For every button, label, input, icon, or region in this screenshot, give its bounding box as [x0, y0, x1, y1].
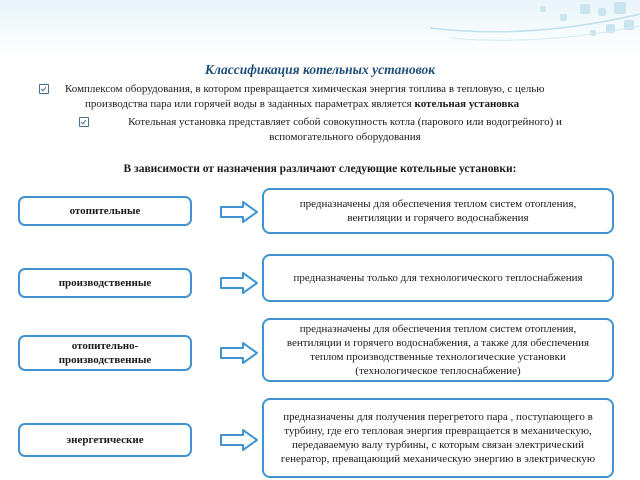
description-text: предназначены для обеспечения теплом сис… — [286, 323, 590, 377]
right-arrow-icon — [220, 201, 258, 223]
category-box-industrial: производственные — [18, 268, 192, 298]
right-arrow-icon — [220, 342, 258, 364]
description-box-heating: предназначены для обеспечения теплом сис… — [262, 188, 614, 234]
bullet-definition-term: котельная установка — [414, 98, 520, 110]
checkbox-bullet-icon — [39, 84, 49, 94]
category-label: энергетические — [66, 434, 144, 446]
page-title: Классификация котельных установок — [204, 62, 436, 77]
category-box-heating-industrial: отопительно-производственные — [18, 335, 192, 371]
bullet-definition-line1: Комплексом оборудования, в котором превр… — [65, 83, 545, 95]
bullet-definition: Комплексом оборудования, в котором превр… — [39, 82, 625, 112]
bullet-definition-line2-text: производства пара или горячей воды в зад… — [85, 98, 415, 110]
checkbox-bullet-icon — [79, 117, 89, 127]
description-text: предназначены для обеспечения теплом сис… — [299, 198, 577, 224]
description-box-heating-industrial: предназначены для обеспечения теплом сис… — [262, 318, 614, 382]
description-box-power: предназначены для получения перегретого … — [262, 398, 614, 478]
category-label: отопительные — [69, 205, 141, 217]
category-box-power: энергетические — [18, 423, 192, 457]
header-gradient — [0, 0, 640, 56]
bullet-composition: Котельная установка представляет собой с… — [79, 115, 605, 145]
category-label: производственные — [58, 277, 152, 289]
decorative-corner-pattern — [430, 2, 640, 41]
description-box-industrial: предназначены только для технологическог… — [262, 254, 614, 302]
right-arrow-icon — [220, 272, 258, 294]
section-subtitle: В зависимости от назначения различают сл… — [123, 163, 517, 175]
description-text: предназначены для получения перегретого … — [280, 411, 596, 465]
bullet-composition-text: Котельная установка представляет собой с… — [128, 116, 562, 143]
category-label: отопительно-производственные — [58, 340, 152, 366]
description-text: предназначены только для технологическог… — [293, 272, 583, 284]
right-arrow-icon — [220, 429, 258, 451]
bullet-definition-line2: производства пара или горячей воды в зад… — [65, 97, 625, 112]
category-box-heating: отопительные — [18, 196, 192, 226]
